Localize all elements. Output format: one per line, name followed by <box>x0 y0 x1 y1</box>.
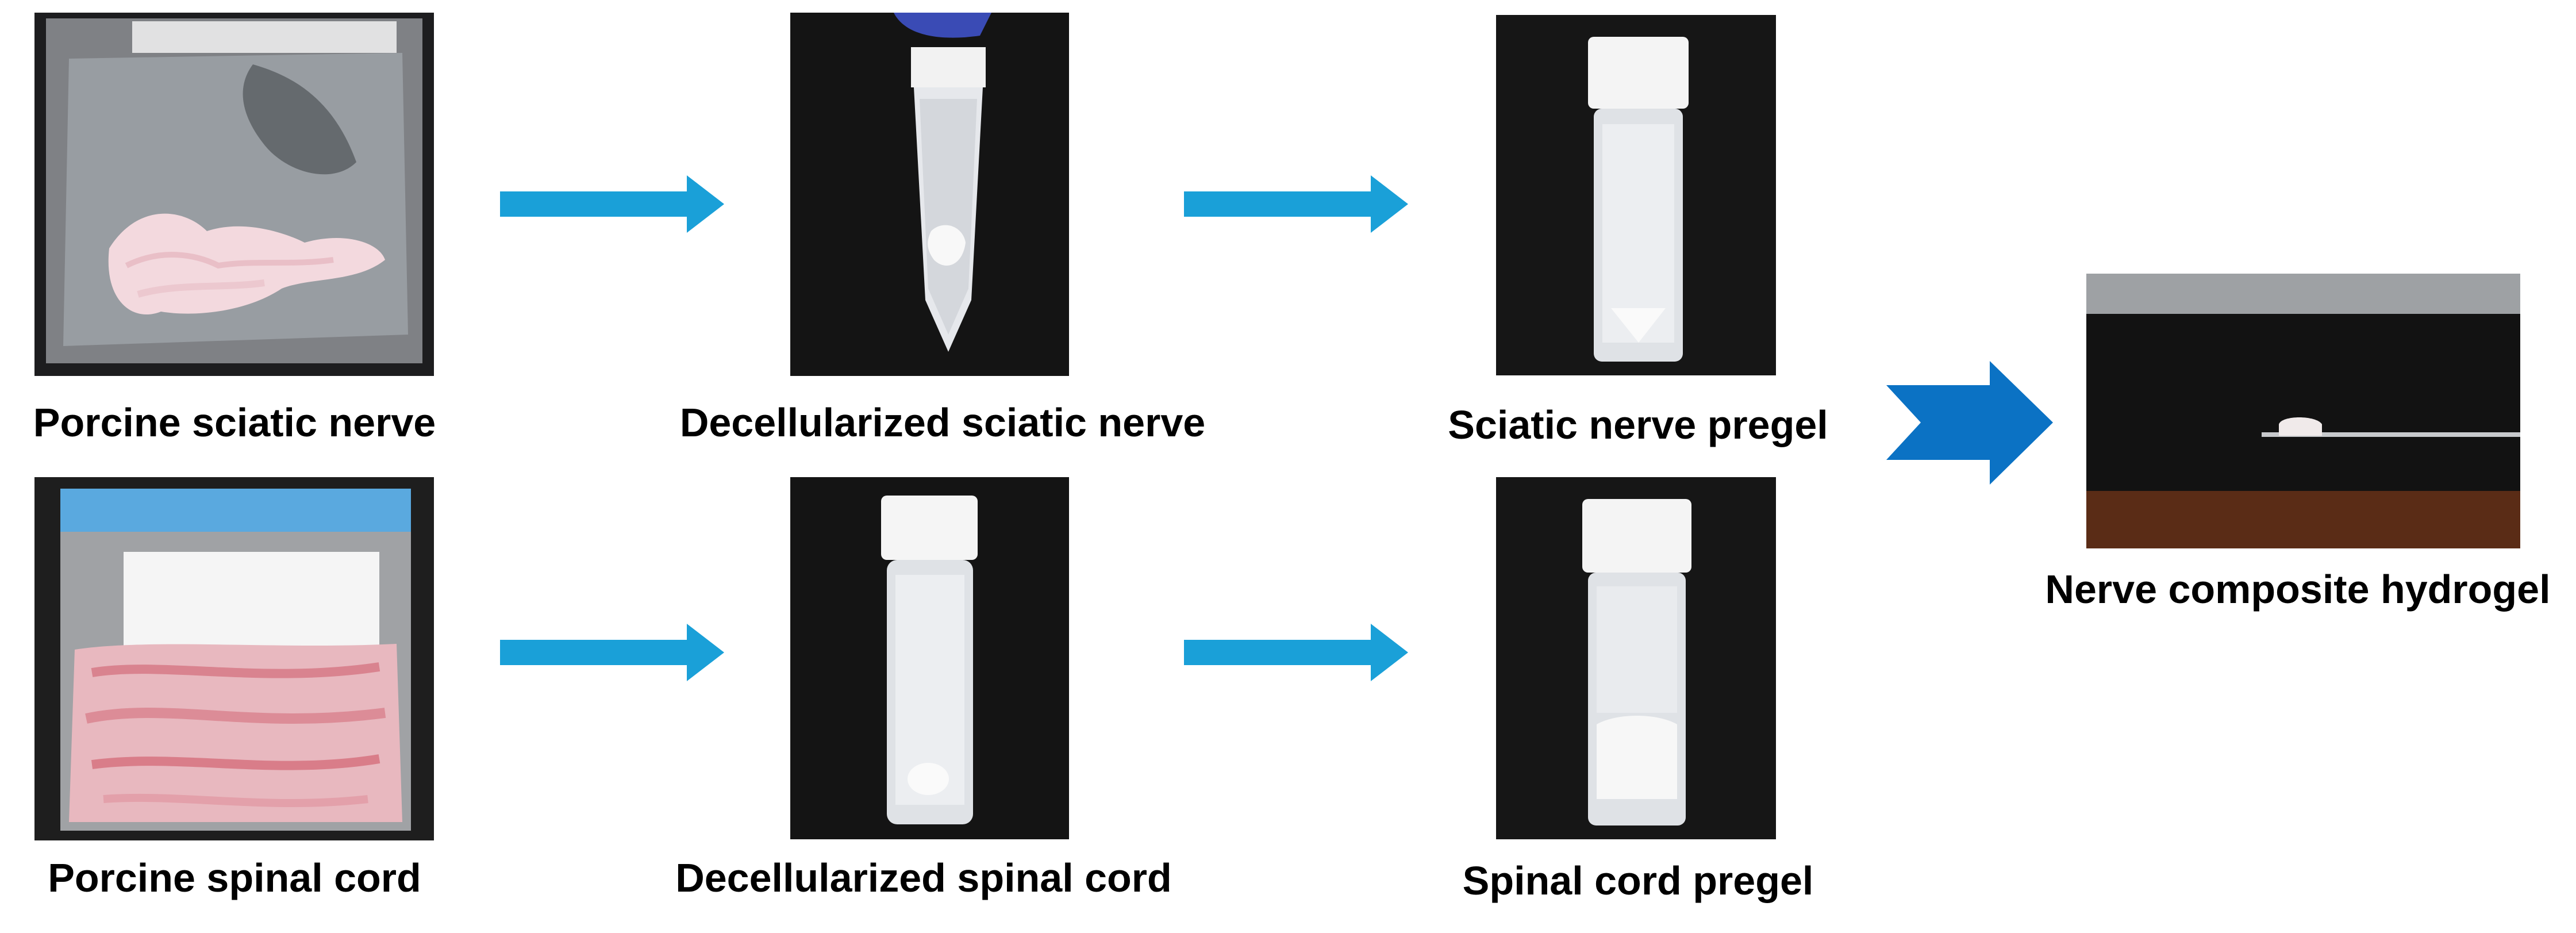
photo-decellularized-spinal-cord <box>790 477 1069 839</box>
photo-sciatic-nerve-pregel <box>1496 15 1776 375</box>
arrow-right-icon <box>1184 175 1408 233</box>
arrow-right-icon <box>500 175 724 233</box>
photo-porcine-sciatic-nerve <box>34 13 434 376</box>
photo-spinal-cord-pregel <box>1496 477 1776 839</box>
arrow-right-icon <box>1184 624 1408 681</box>
step-label: Porcine spinal cord <box>48 855 421 900</box>
step-label: Porcine sciatic nerve <box>33 400 436 445</box>
step-label: Spinal cord pregel <box>1462 858 1814 903</box>
step-label: Sciatic nerve pregel <box>1448 402 1828 447</box>
step-label: Decellularized sciatic nerve <box>679 400 1206 445</box>
photo-decellularized-sciatic-nerve <box>790 13 1069 376</box>
photo-nerve-composite-hydrogel <box>2086 274 2520 548</box>
photo-porcine-spinal-cord <box>34 477 434 840</box>
big-arrow-right-icon <box>1886 361 2053 485</box>
final-label: Nerve composite hydrogel <box>2045 567 2551 612</box>
step-label: Decellularized spinal cord <box>675 855 1172 900</box>
arrow-right-icon <box>500 624 724 681</box>
